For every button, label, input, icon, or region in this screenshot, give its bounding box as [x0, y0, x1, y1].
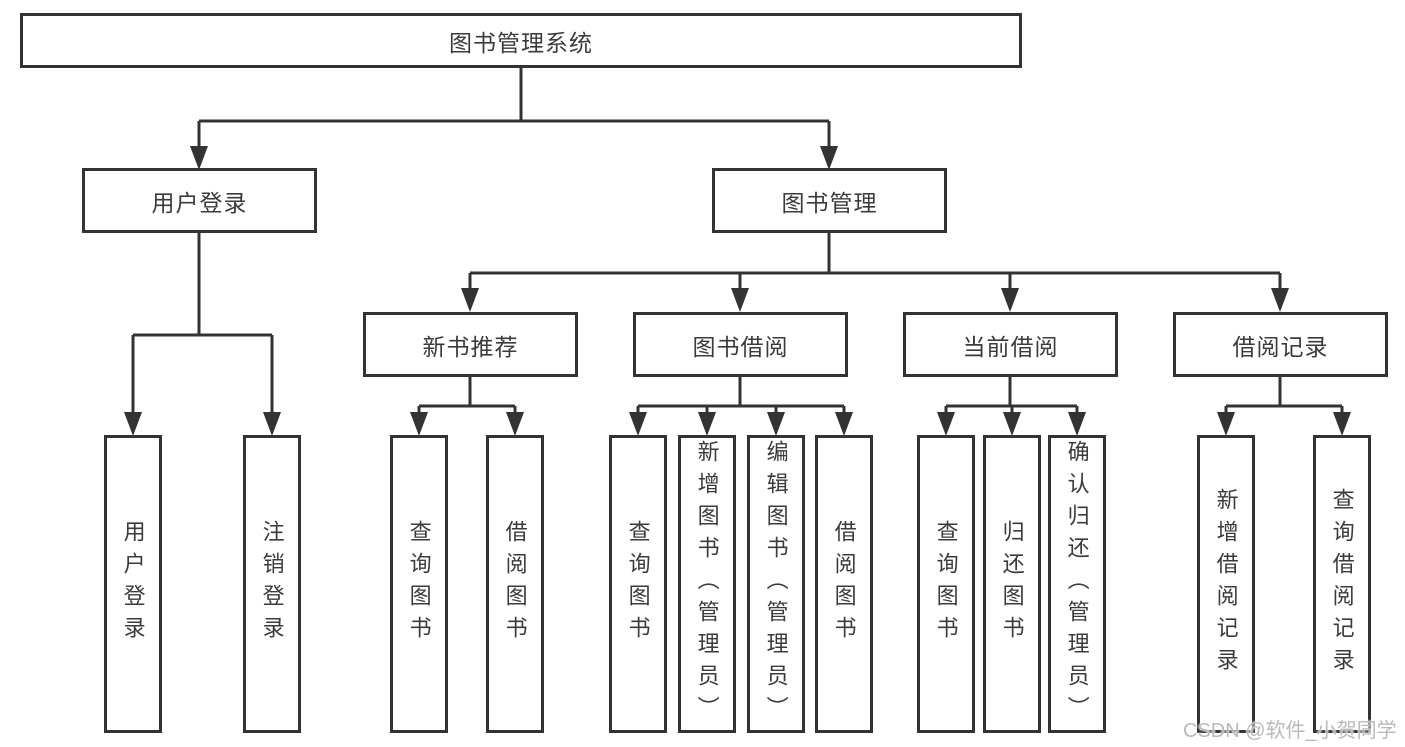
- leaf-add-borrow-record: 新增借阅记录: [1197, 435, 1255, 733]
- leaf-label: 借阅图书: [831, 520, 857, 648]
- leaf-label: 归还图书: [999, 520, 1025, 648]
- leaf-return-book: 归还图书: [983, 435, 1041, 733]
- node-current-borrowing: 当前借阅: [903, 312, 1118, 377]
- leaf-label: 新增借阅记录: [1213, 488, 1239, 680]
- node-user-login: 用户登录: [82, 168, 317, 233]
- leaf-logout: 注销登录: [243, 435, 301, 733]
- leaf-label: 查询借阅记录: [1329, 488, 1355, 680]
- leaf-label: 查询图书: [406, 520, 432, 648]
- leaf-query-borrow-record: 查询借阅记录: [1313, 435, 1371, 733]
- leaf-user-login: 用户登录: [104, 435, 162, 733]
- leaf-label: 确认归还（管理员）: [1064, 440, 1090, 728]
- node-new-book-recommend: 新书推荐: [363, 312, 578, 377]
- leaf-add-book-admin: 新增图书（管理员）: [678, 435, 736, 733]
- node-borrowing-records: 借阅记录: [1173, 312, 1388, 377]
- leaf-label: 编辑图书（管理员）: [763, 440, 789, 728]
- node-book-management: 图书管理: [712, 168, 947, 233]
- leaf-edit-book-admin: 编辑图书（管理员）: [747, 435, 805, 733]
- leaf-query-book-2: 查询图书: [609, 435, 667, 733]
- leaf-borrow-book-2: 借阅图书: [815, 435, 873, 733]
- leaf-label: 新增图书（管理员）: [694, 440, 720, 728]
- leaf-borrow-book: 借阅图书: [486, 435, 544, 733]
- leaf-label: 借阅图书: [502, 520, 528, 648]
- leaf-query-book: 查询图书: [390, 435, 448, 733]
- leaf-query-book-3: 查询图书: [917, 435, 975, 733]
- node-library-system: 图书管理系统: [20, 13, 1022, 68]
- csdn-watermark: CSDN @软件_小贺同学: [1183, 720, 1397, 742]
- leaf-label: 用户登录: [120, 520, 146, 648]
- leaf-label: 查询图书: [625, 520, 651, 648]
- leaf-confirm-return-admin: 确认归还（管理员）: [1048, 435, 1106, 733]
- leaf-label: 查询图书: [933, 520, 959, 648]
- node-book-borrowing: 图书借阅: [633, 312, 848, 377]
- leaf-label: 注销登录: [259, 520, 285, 648]
